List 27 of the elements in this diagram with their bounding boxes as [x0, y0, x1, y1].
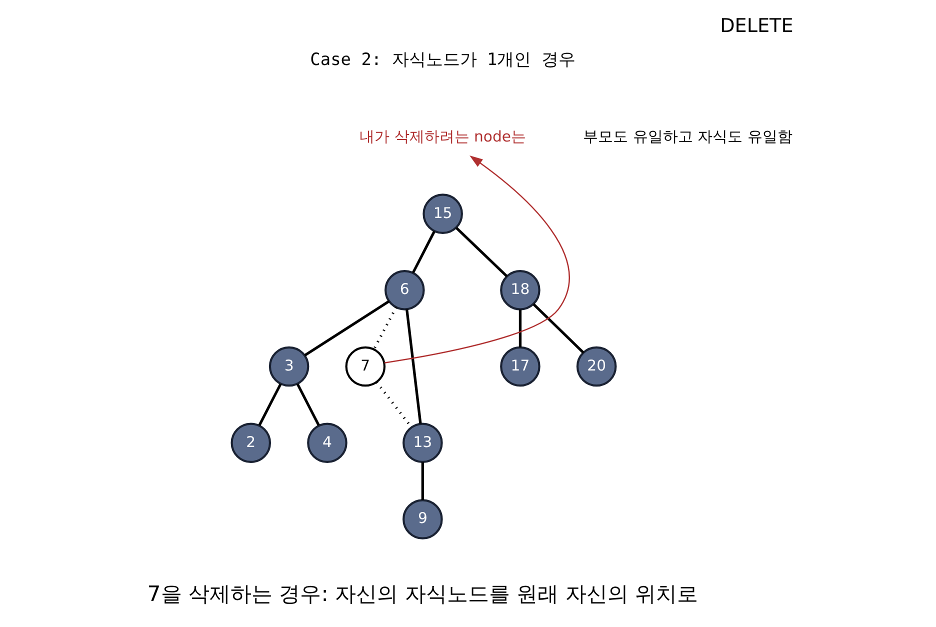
- node-circle: 6: [384, 270, 425, 310]
- node-circle: 2: [230, 422, 272, 464]
- node-text: 내가 삭제하려는 node는: [360, 128, 526, 146]
- connector: [372, 306, 398, 350]
- connector: [421, 462, 424, 500]
- connector: [518, 310, 522, 348]
- node-circle: 4: [307, 422, 348, 464]
- node-circle: 9: [402, 499, 443, 540]
- node-circle: 17: [500, 346, 540, 387]
- arrow: [384, 156, 570, 364]
- connector: [455, 226, 508, 278]
- node-circle: 18: [500, 270, 540, 310]
- connector: [532, 303, 584, 354]
- node-label: 부모도 유일하고 자식도 유일함: [583, 128, 792, 146]
- node-circle: 15: [422, 194, 463, 234]
- diagram-title: DELETE: [720, 14, 794, 37]
- node-circle: 20: [576, 346, 617, 387]
- label: Case 2: 자식노드가 1개인 경우: [310, 49, 576, 70]
- node-circle: 13: [402, 422, 443, 464]
- label: 7을 삭제하는 경우: 자신의 자식노드를 원래 자신의 위치로: [147, 580, 698, 606]
- connector: [258, 383, 282, 426]
- connector: [412, 230, 436, 274]
- connector: [296, 383, 320, 426]
- connector: [304, 300, 390, 356]
- connector: [406, 309, 422, 424]
- node-circle: 7: [345, 346, 386, 387]
- node-circle: 3: [268, 346, 310, 387]
